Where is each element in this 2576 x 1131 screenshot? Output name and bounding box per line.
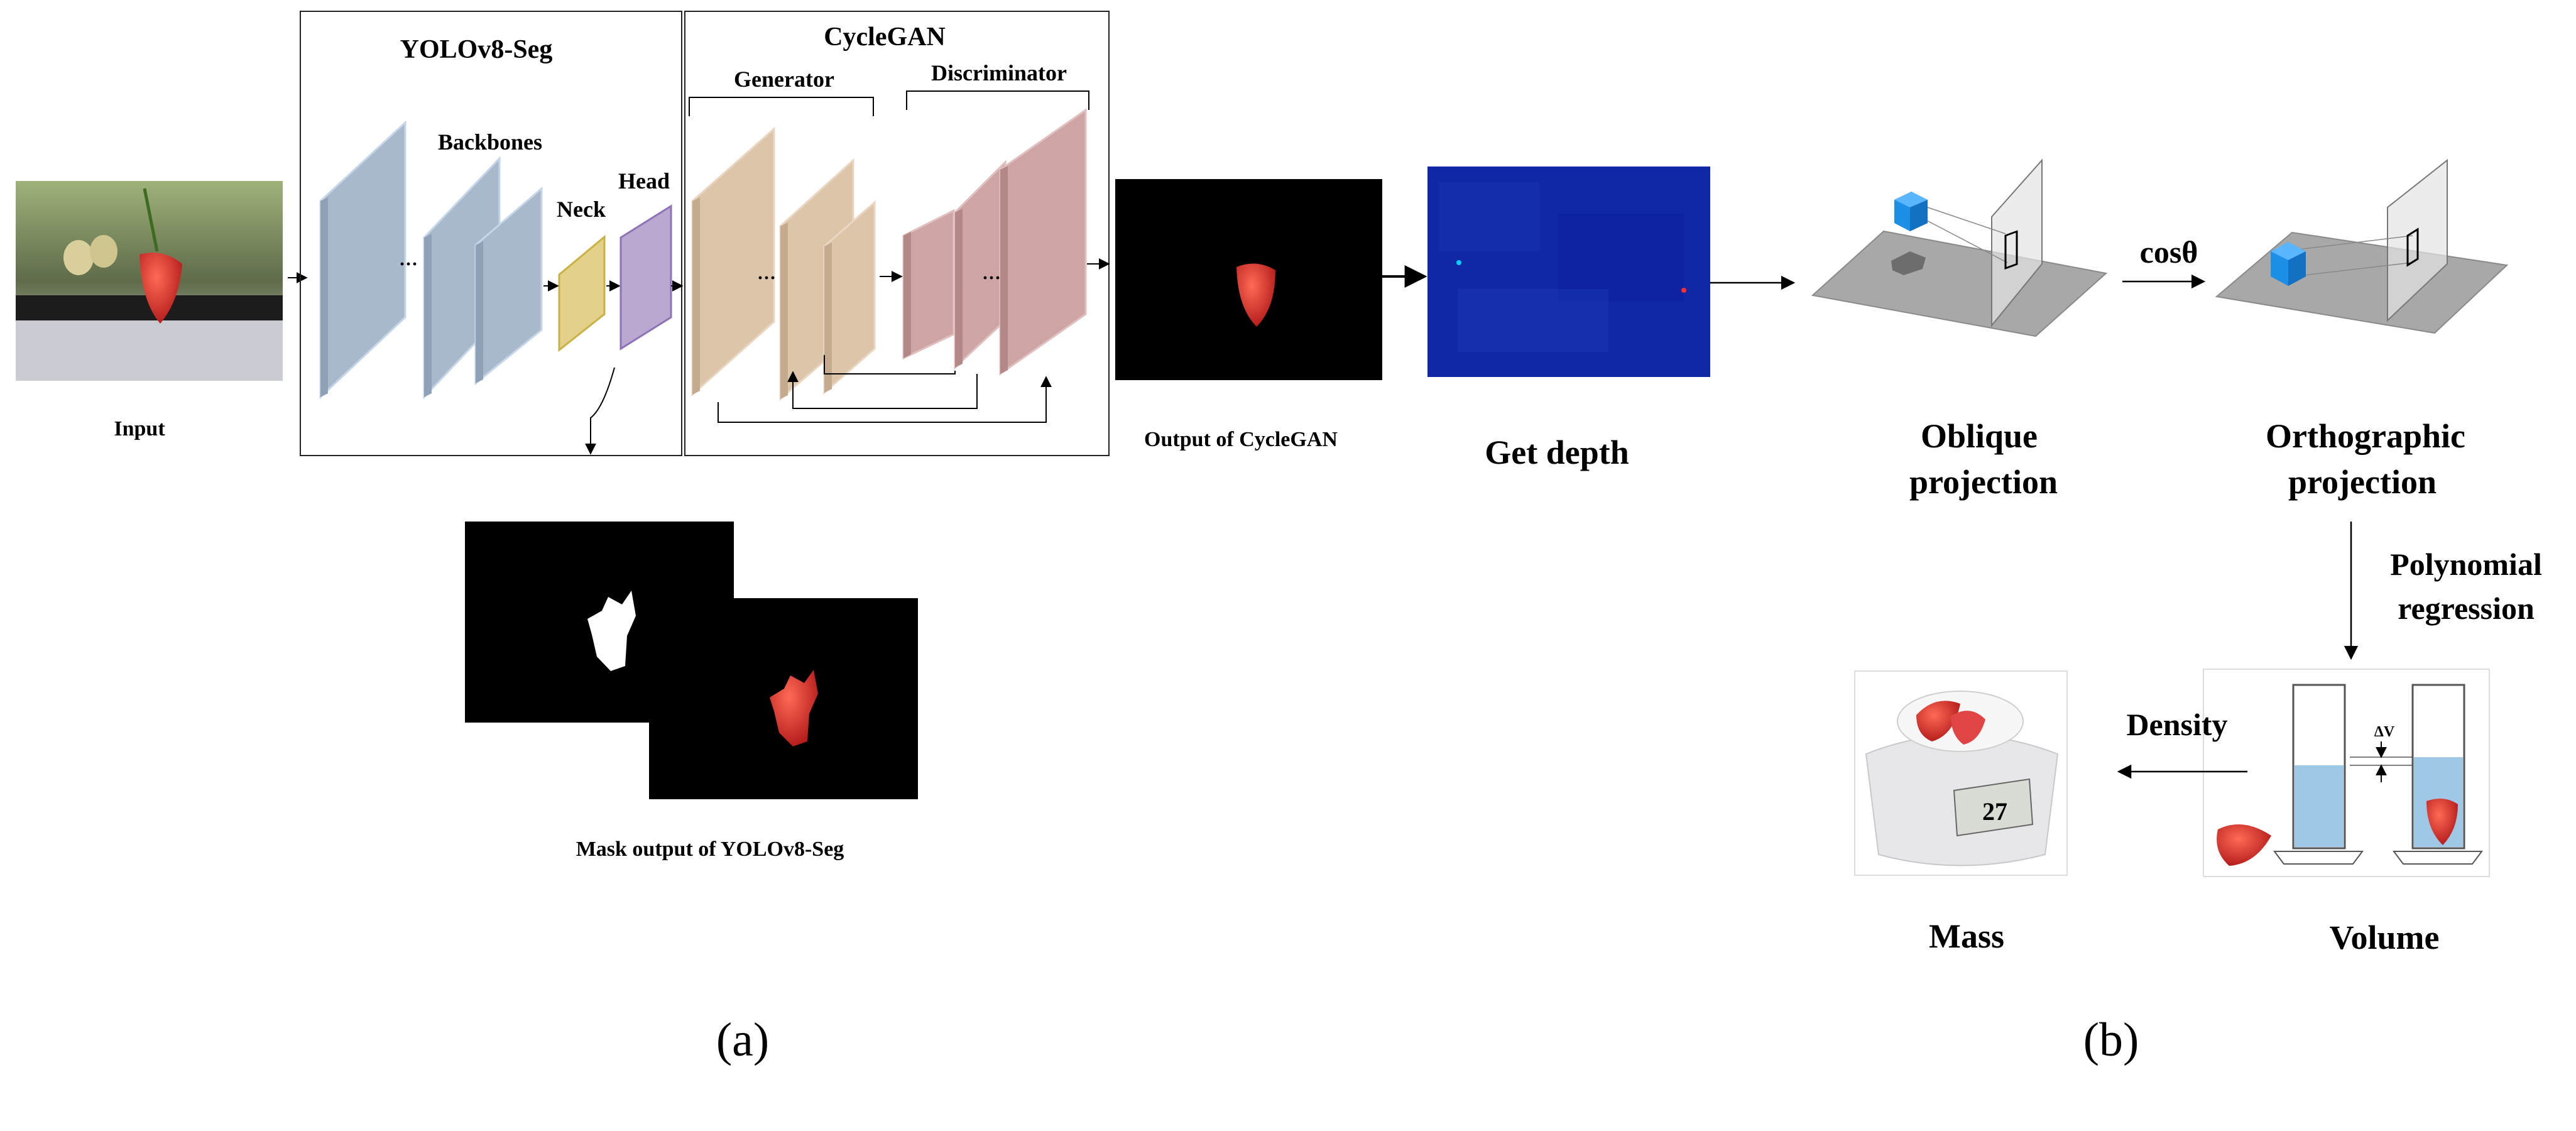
discriminator-layers	[902, 108, 1087, 376]
mask-silhouette	[587, 591, 636, 671]
volume-figure	[2203, 669, 2490, 877]
generator-bracket	[689, 97, 874, 116]
feedback-loop-mid	[824, 355, 956, 374]
strawberry-icon	[1916, 701, 1960, 741]
get-depth-label: Get depth	[1485, 434, 1629, 471]
mask-output-images	[465, 522, 918, 799]
input-photo	[16, 181, 283, 381]
backbone-ellipsis: ···	[399, 254, 418, 275]
cyclegan-output-image	[1115, 179, 1382, 380]
cyclegan-output-label: Output of CycleGAN	[1144, 428, 1338, 451]
ortho-label-2: projection	[2288, 463, 2437, 501]
poly-label-2: regression	[2398, 591, 2535, 626]
oblique-label-1: Oblique	[1921, 417, 2038, 455]
discriminator-ellipsis: ···	[982, 268, 1001, 288]
strawberry-icon	[139, 253, 182, 324]
yolo-title: YOLOv8-Seg	[400, 35, 553, 64]
discriminator-bracket	[906, 90, 1089, 110]
orthographic-projection-figure	[2215, 158, 2509, 334]
depth-map	[1427, 167, 1710, 377]
backbone-layers	[319, 120, 543, 400]
panel-b-caption: (b)	[2083, 1014, 2139, 1066]
strawberry-icon	[2426, 799, 2458, 845]
delta-v-label: ΔV	[2374, 724, 2395, 740]
strawberry-icon	[2217, 824, 2271, 866]
mass-label: Mass	[1929, 917, 2004, 955]
yolo-box	[300, 11, 682, 456]
neck-label: Neck	[557, 197, 606, 222]
mass-figure	[1854, 670, 2068, 876]
discriminator-label: Discriminator	[931, 60, 1067, 85]
generator-layers	[691, 126, 876, 402]
oblique-projection-figure	[1811, 158, 2108, 337]
strawberry-icon	[1236, 263, 1275, 327]
mask-arrow	[585, 367, 615, 455]
oblique-label-2: projection	[1909, 463, 2058, 501]
neck-layer	[558, 234, 606, 352]
density-label: Density	[2126, 707, 2227, 742]
backbones-label: Backbones	[438, 129, 542, 155]
mask-output-label: Mask output of YOLOv8-Seg	[576, 838, 844, 861]
panel-a-caption: (a)	[716, 1014, 769, 1066]
generator-ellipsis: ···	[757, 268, 776, 288]
poly-label-1: Polynomial	[2390, 547, 2542, 582]
cyclegan-box	[684, 11, 1110, 456]
ortho-label-1: Orthographic	[2266, 417, 2465, 455]
scale-display: 27	[1982, 797, 2007, 826]
cyclegan-title: CycleGAN	[824, 23, 946, 52]
generator-label: Generator	[734, 67, 834, 92]
head-layer	[619, 204, 672, 351]
cos-label: cosθ	[2140, 234, 2198, 270]
head-label: Head	[618, 168, 670, 194]
feedback-loop-outer	[718, 376, 1052, 423]
strawberry-icon	[770, 670, 818, 746]
input-label: Input	[114, 417, 165, 440]
feedback-loop-inner	[787, 371, 978, 409]
volume-label: Volume	[2329, 919, 2439, 956]
